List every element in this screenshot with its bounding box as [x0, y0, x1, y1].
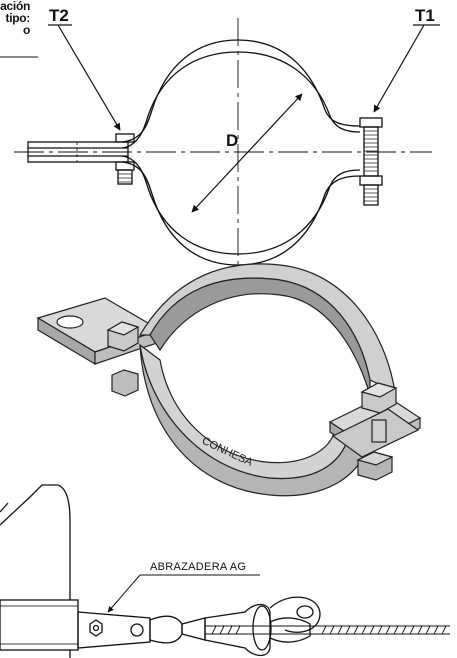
t1-bolt-shank — [363, 126, 379, 177]
ring-inner-lower — [121, 155, 361, 255]
caption-line-1: ación — [0, 0, 30, 13]
clamp-3d-view — [36, 263, 422, 497]
ring-outer-lower — [121, 161, 361, 266]
label-clamp-name: ABRAZADERA AG — [150, 561, 247, 573]
clamp-tab — [77, 611, 151, 649]
cable-grip — [269, 617, 311, 643]
t2-nut-top — [115, 133, 135, 143]
t2-nut-bottom — [115, 161, 135, 171]
diameter-arrow — [191, 93, 303, 213]
tensioner-body — [204, 603, 271, 657]
caption-line-2: tipo: — [5, 11, 31, 25]
t2-bolt-thread — [117, 169, 133, 185]
label-diameter: D — [226, 131, 239, 150]
left-bolt-nut — [111, 369, 139, 397]
clevis-pin — [130, 623, 144, 637]
label-t1: T1 — [415, 6, 435, 25]
tensioner-hook — [269, 596, 321, 633]
t1-nut-bottom — [359, 175, 383, 186]
ring-outer-upper — [121, 39, 361, 143]
pole-outline — [0, 484, 71, 600]
tab-nut-icon — [89, 619, 103, 637]
t1-leader — [373, 24, 425, 113]
t1-bolt-thread — [363, 184, 379, 206]
pole-clamp-band — [0, 599, 79, 651]
caption-text: ación tipo: o — [0, 0, 30, 36]
left-tab — [27, 141, 129, 163]
application-view — [0, 484, 450, 658]
t1-nut-top — [359, 117, 383, 128]
clamp-name-leader — [107, 574, 141, 613]
ring-inner-upper — [121, 51, 361, 149]
caption-line-3: o — [22, 23, 30, 37]
right-bolt-shank — [371, 419, 387, 443]
left-tab-hole — [56, 315, 84, 329]
tensioner-loop — [252, 605, 272, 651]
cable-strands — [211, 625, 447, 635]
clevis — [149, 615, 183, 644]
label-t2: T2 — [49, 6, 69, 25]
t2-leader — [57, 24, 121, 131]
clamp-2d-view — [14, 18, 440, 275]
